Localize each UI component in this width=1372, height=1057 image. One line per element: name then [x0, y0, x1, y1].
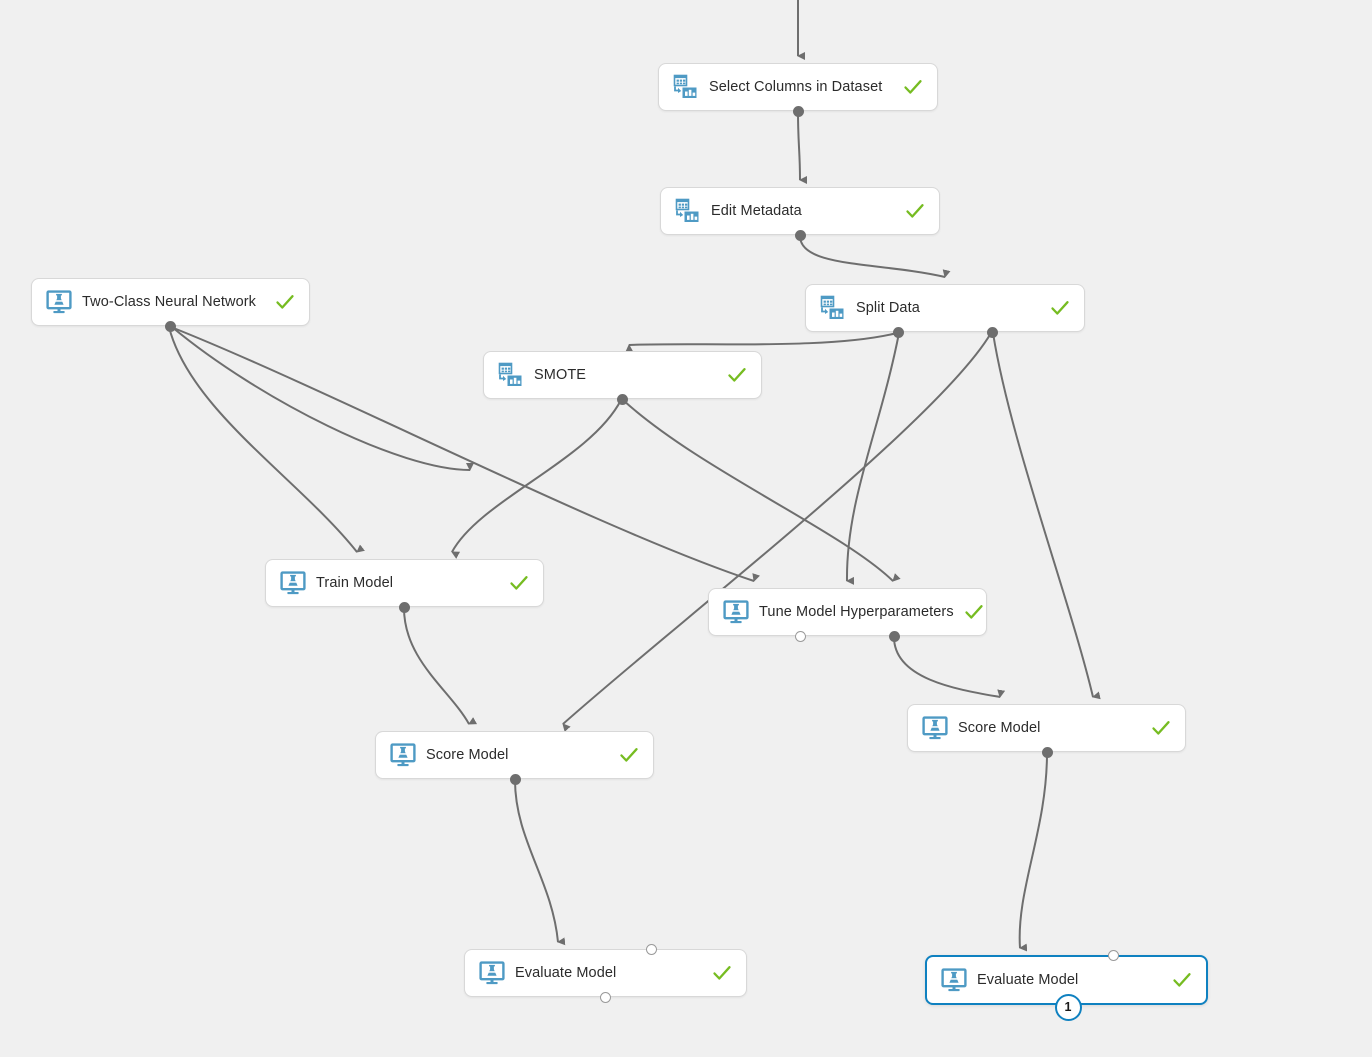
edge[interactable]: [992, 332, 1101, 700]
status-check-icon: [1050, 298, 1070, 318]
model-icon: [723, 599, 749, 625]
edge[interactable]: [797, 111, 808, 184]
edge[interactable]: [622, 399, 901, 582]
node-label: Evaluate Model: [515, 965, 617, 981]
status-check-icon: [712, 963, 732, 983]
node-label: Score Model: [426, 747, 509, 763]
input-port[interactable]: [645, 943, 657, 955]
model-icon: [280, 570, 306, 596]
node-label: Two-Class Neural Network: [82, 294, 257, 310]
output-port[interactable]: [164, 320, 176, 332]
model-icon: [922, 715, 948, 741]
edge[interactable]: [451, 399, 622, 559]
output-port[interactable]: [616, 393, 628, 405]
data-transform-icon: [498, 362, 524, 388]
edge[interactable]: [514, 779, 566, 946]
pipeline-node-score-model-left[interactable]: Score Model: [375, 731, 654, 779]
output-port[interactable]: [398, 601, 410, 613]
pipeline-node-score-model-right[interactable]: Score Model: [907, 704, 1186, 752]
node-label: Edit Metadata: [711, 203, 802, 219]
status-check-icon: [1151, 718, 1171, 738]
pipeline-node-split-data[interactable]: Split Data: [805, 284, 1085, 332]
output-port[interactable]: [599, 991, 611, 1003]
edge[interactable]: [171, 326, 475, 471]
output-port[interactable]: [986, 326, 998, 338]
pipeline-node-two-class-neural-network[interactable]: Two-Class Neural Network: [31, 278, 310, 326]
edge[interactable]: [403, 607, 478, 725]
node-label: Evaluate Model: [977, 972, 1079, 988]
status-check-icon: [619, 745, 639, 765]
edge[interactable]: [1018, 752, 1048, 952]
input-port[interactable]: [1107, 949, 1119, 961]
pipeline-node-select-columns[interactable]: Select Columns in Dataset: [658, 63, 938, 111]
output-port[interactable]: [1041, 746, 1053, 758]
model-icon: [479, 960, 505, 986]
node-badge-count[interactable]: 1: [1054, 993, 1082, 1021]
node-label: SMOTE: [534, 367, 587, 383]
output-port[interactable]: [794, 229, 806, 241]
node-label: Split Data: [856, 300, 920, 316]
node-label: Select Columns in Dataset: [709, 79, 883, 95]
output-port[interactable]: [892, 326, 904, 338]
status-check-icon: [1172, 970, 1192, 990]
edge[interactable]: [168, 326, 365, 553]
pipeline-node-smote[interactable]: SMOTE: [483, 351, 762, 399]
output-port[interactable]: [792, 105, 804, 117]
edge[interactable]: [799, 235, 951, 278]
model-icon: [390, 742, 416, 768]
output-port[interactable]: [888, 630, 900, 642]
status-check-icon: [964, 602, 984, 622]
data-transform-icon: [673, 74, 699, 100]
edge[interactable]: [845, 332, 900, 585]
node-label: Train Model: [316, 575, 394, 591]
output-port[interactable]: [509, 773, 521, 785]
model-icon: [46, 289, 72, 315]
edge[interactable]: [893, 636, 1006, 698]
pipeline-node-evaluate-model-left[interactable]: Evaluate Model: [464, 949, 747, 997]
edge[interactable]: [625, 332, 898, 353]
pipeline-node-edit-metadata[interactable]: Edit Metadata: [660, 187, 940, 235]
node-label: Tune Model Hyperparameters: [759, 604, 954, 620]
output-port[interactable]: [794, 630, 806, 642]
data-transform-icon: [675, 198, 701, 224]
model-icon: [941, 967, 967, 993]
pipeline-node-train-model[interactable]: Train Model: [265, 559, 544, 607]
status-check-icon: [727, 365, 747, 385]
status-check-icon: [275, 292, 295, 312]
node-label: Score Model: [958, 720, 1041, 736]
status-check-icon: [903, 77, 923, 97]
status-check-icon: [905, 201, 925, 221]
data-transform-icon: [820, 295, 846, 321]
pipeline-node-tune-model-hyperparameters[interactable]: Tune Model Hyperparameters: [708, 588, 987, 636]
status-check-icon: [509, 573, 529, 593]
